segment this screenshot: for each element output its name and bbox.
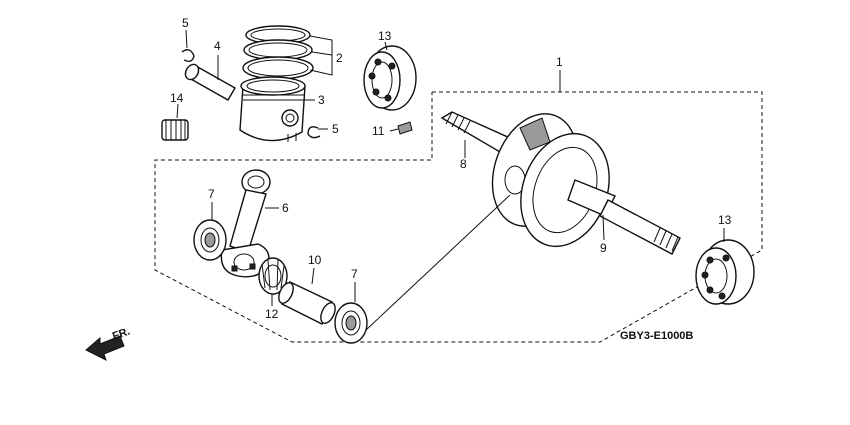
big-end-needle-bearing <box>258 257 288 295</box>
callout-1: 1 <box>556 55 563 69</box>
diagram-code: GBY3-E1000B <box>620 330 693 342</box>
leader-crank-to-seal <box>365 194 511 331</box>
callout-5-top: 5 <box>182 16 189 30</box>
ball-bearing-right <box>695 239 755 305</box>
piston-rings <box>242 25 314 80</box>
callout-6: 6 <box>282 201 289 215</box>
assembly-boundary <box>154 91 763 343</box>
callout-7-left: 7 <box>208 187 215 201</box>
callout-3: 3 <box>318 93 325 107</box>
callout-13-top: 13 <box>378 29 392 43</box>
crank-pin <box>278 281 336 325</box>
leader-9 <box>602 214 605 241</box>
crankshaft <box>440 111 681 255</box>
callout-5-right: 5 <box>332 122 339 136</box>
callout-12: 12 <box>265 307 279 321</box>
callout-13-right: 13 <box>718 213 732 227</box>
oil-seal-right <box>334 302 368 344</box>
piston-pin-clip-top <box>181 49 195 63</box>
callout-14: 14 <box>170 91 184 105</box>
front-direction-arrow-icon <box>85 335 125 361</box>
callout-2: 2 <box>336 51 343 65</box>
callout-4: 4 <box>214 39 221 53</box>
piston-pin-clip-right <box>307 126 321 139</box>
callout-10: 10 <box>308 253 322 267</box>
callout-7-right: 7 <box>351 267 358 281</box>
callout-8: 8 <box>460 157 467 171</box>
connecting-rod <box>220 169 271 278</box>
small-end-needle-bearing <box>161 119 189 141</box>
front-direction-label: FR. <box>111 325 132 342</box>
piston-pin <box>184 63 236 101</box>
piston <box>239 76 306 142</box>
leader-2 <box>309 35 333 76</box>
woodruff-key <box>397 121 413 135</box>
callout-11: 11 <box>372 124 385 138</box>
oil-seal-left <box>193 219 227 261</box>
callout-9: 9 <box>600 241 607 255</box>
ball-bearing-upper <box>363 45 417 111</box>
